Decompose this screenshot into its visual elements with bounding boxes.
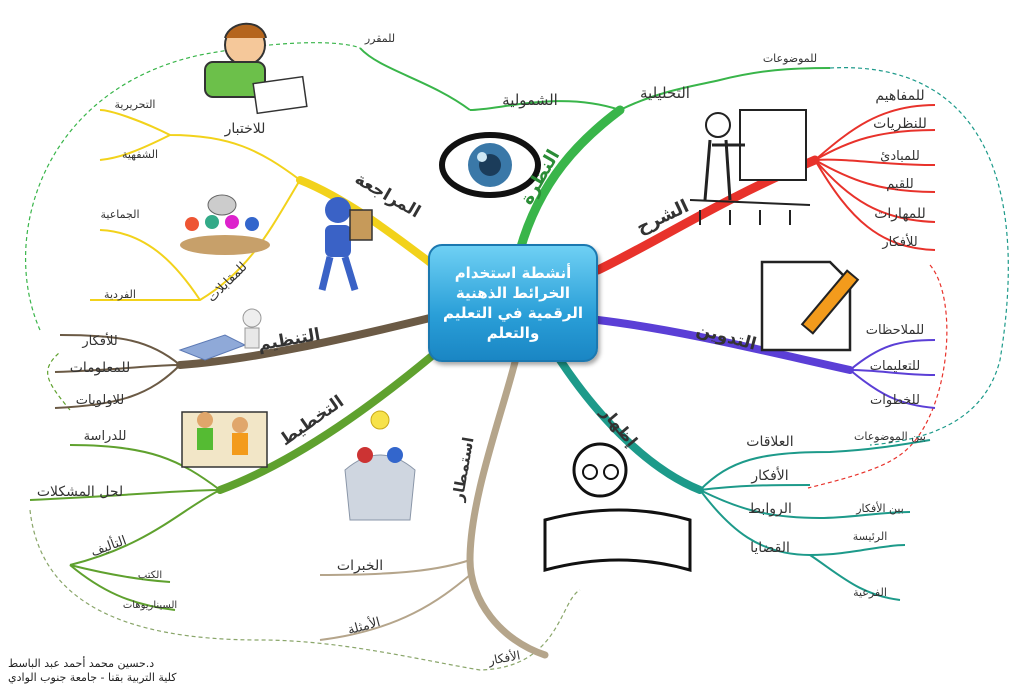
robot-clipboard-icon — [318, 197, 373, 292]
label-tadwin: التدوين — [694, 320, 758, 355]
muraja-fardiya: الفردية — [104, 288, 136, 301]
planning-people-icon — [181, 411, 268, 468]
takhtit-lihall: لحل المشكلات — [37, 484, 123, 500]
izhar-alaqat: العلاقات — [746, 434, 793, 450]
muraja-jamaiya: الجماعية — [101, 208, 140, 221]
branch-tanzim — [176, 314, 434, 369]
branch-tadwin — [594, 316, 854, 374]
tanzim-item-0: للأفكار — [81, 332, 117, 349]
izhar-bayn-mawdoat: بين الموضوعات — [854, 430, 926, 443]
label-istimtar: استمطار — [448, 436, 477, 504]
muraja-shafahiya: الشفهية — [122, 148, 158, 161]
takhtit-kutub: الكتب — [138, 570, 162, 581]
dashed-link-ideas — [807, 264, 948, 489]
tadwin-item-2: للخطوات — [870, 393, 920, 408]
tadwin-item-1: للتعليمات — [870, 359, 920, 374]
author-name: د.حسين محمد أحمد عبد الباسط — [8, 657, 155, 670]
branch-izhar — [556, 356, 704, 494]
label-shumuliya: الشمولية — [502, 91, 558, 109]
izhar-fariya: الفرعية — [853, 586, 887, 599]
meeting-group-icon — [180, 194, 270, 255]
puzzle-icon — [178, 308, 262, 361]
sharh-item-3: للقيم — [886, 177, 913, 192]
izhar-raisiya: الرئيسة — [853, 530, 888, 543]
tadwin-item-0: للملاحظات — [866, 323, 924, 338]
branch-muraja — [296, 176, 444, 274]
izhar-rawabit: الروابط — [748, 501, 792, 517]
central-topic-title: أنشطة استخدام الخرائط الذهنية الرقمية في… — [442, 264, 584, 342]
muraja-tahririya: التحريرية — [115, 98, 156, 111]
istimtar-amthila: الأمثلة — [346, 613, 382, 638]
label-lilmuqarrar: للمقرر — [364, 32, 395, 45]
sharh-item-0: للمفاهيم — [875, 88, 924, 104]
eye-icon — [439, 132, 541, 198]
teacher-board-icon — [689, 109, 811, 225]
takhtit-taalif: التأليف — [88, 531, 129, 561]
sharh-item-4: للمهارات — [874, 206, 926, 222]
branch-takhtit — [216, 341, 449, 494]
dashed-link-general — [24, 42, 361, 331]
dashed-link-priorities — [47, 351, 71, 411]
child-writing-icon — [204, 22, 308, 115]
istimtar-afkar: الأفكار — [486, 647, 521, 668]
izhar-qadaya: القضايا — [750, 540, 790, 556]
dashed-link-scenarios — [29, 509, 581, 671]
tanzim-item-1: للمعلومات — [70, 360, 131, 376]
branch-nazra — [515, 105, 625, 255]
sharh-item-1: للنظريات — [873, 116, 927, 132]
muraja-muqabalat: للمقابلات — [205, 260, 251, 306]
sharh-item-5: للأفكار — [881, 233, 917, 250]
label-tahliliya: التحليلية — [640, 84, 690, 102]
author-credit: د.حسين محمد أحمد عبد الباسط كلية التربية… — [8, 657, 268, 685]
central-topic: أنشطة استخدام الخرائط الذهنية الرقمية في… — [428, 244, 598, 362]
branch-istimtar — [466, 358, 549, 659]
reader-book-icon — [543, 442, 692, 572]
sharh-item-2: للمبادئ — [880, 149, 920, 164]
takhtit-sinariyohat: السيناريوهات — [123, 600, 177, 611]
istimtar-khibrat: الخبرات — [337, 558, 383, 574]
muraja-ikhtibar: للاختبار — [224, 121, 266, 137]
label-lilmawdoat: للموضوعات — [763, 52, 817, 65]
paper-pencil-icon — [760, 260, 860, 352]
dashed-link-topics — [829, 67, 1009, 446]
takhtit-lildirasa: للدراسة — [84, 429, 127, 444]
izhar-afkar: الأفكار — [750, 466, 788, 484]
lightbulb-group-icon — [344, 410, 416, 521]
izhar-bayn-afkar: بين الأفكار — [855, 501, 904, 515]
tanzim-item-2: للاولويات — [76, 393, 125, 408]
author-affiliation: كلية التربية بقنا - جامعة جنوب الوادي — [8, 671, 177, 684]
